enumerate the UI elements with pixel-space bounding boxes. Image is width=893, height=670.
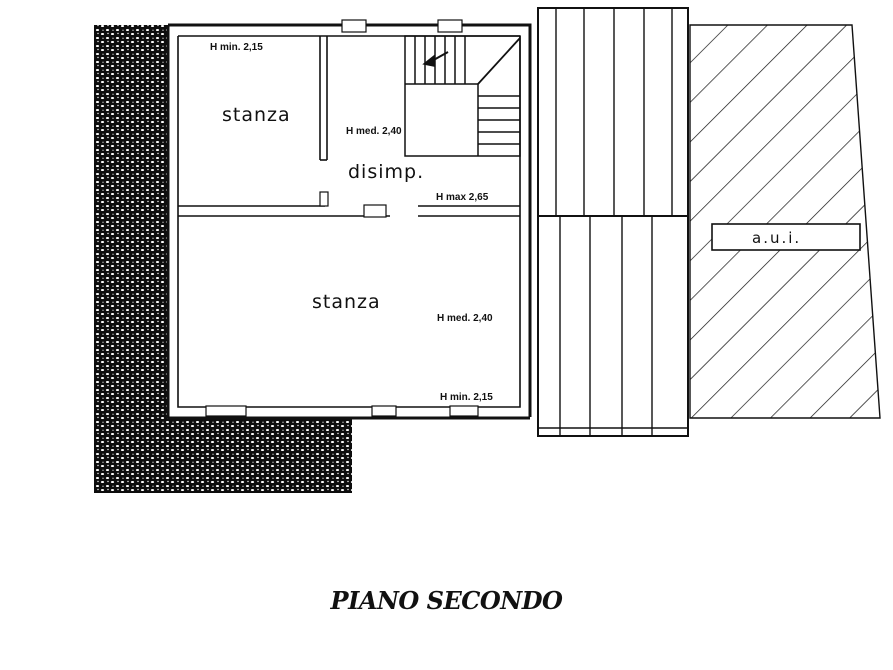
upper-room-min-height: H min. 2,15 — [210, 42, 263, 53]
outer-walls — [166, 23, 532, 420]
inner-wall-lines — [177, 35, 521, 408]
plan-title: PIANO SECONDO — [330, 586, 563, 615]
lower-room-med-height: H med. 2,40 — [437, 313, 493, 324]
adjacent-unit-label-box — [711, 223, 861, 251]
upper-room-label: stanza — [222, 104, 291, 126]
adjacent-unit-area — [689, 24, 881, 419]
roof-slab-lines — [538, 8, 688, 436]
landing-label: disimp. — [348, 161, 424, 183]
staircase — [404, 35, 521, 157]
lower-room-min-height: H min. 2,15 — [440, 392, 493, 403]
lower-room-label: stanza — [312, 291, 381, 313]
roof-slabs — [537, 7, 689, 437]
stone-wall — [94, 25, 352, 493]
landing-max-height: H max 2,65 — [436, 192, 489, 203]
openings — [205, 19, 479, 417]
adjacent-unit-label: a.u.i. — [752, 229, 801, 247]
landing-med-height: H med. 2,40 — [346, 126, 402, 137]
